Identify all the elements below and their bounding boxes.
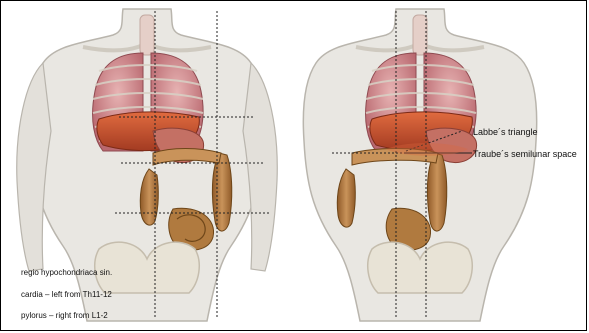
torso-figure-left	[3, 1, 293, 332]
trachea	[413, 15, 427, 55]
note-regio: regio hypochondriaca sin.	[21, 268, 112, 277]
note-pylorus: pylorus – right from L1-2	[21, 311, 108, 320]
colon-descending	[427, 153, 446, 231]
labbe-triangle-label: Labbe´s triangle	[473, 127, 538, 137]
traube-space-label: Traube´s semilunar space	[473, 149, 577, 159]
trachea	[140, 15, 154, 55]
left-arm	[17, 63, 51, 271]
note-cardia: cardia – left from Th11-12	[21, 290, 112, 299]
colon-descending	[212, 153, 231, 231]
right-arm	[243, 63, 277, 271]
torso-figure-right	[296, 1, 586, 332]
